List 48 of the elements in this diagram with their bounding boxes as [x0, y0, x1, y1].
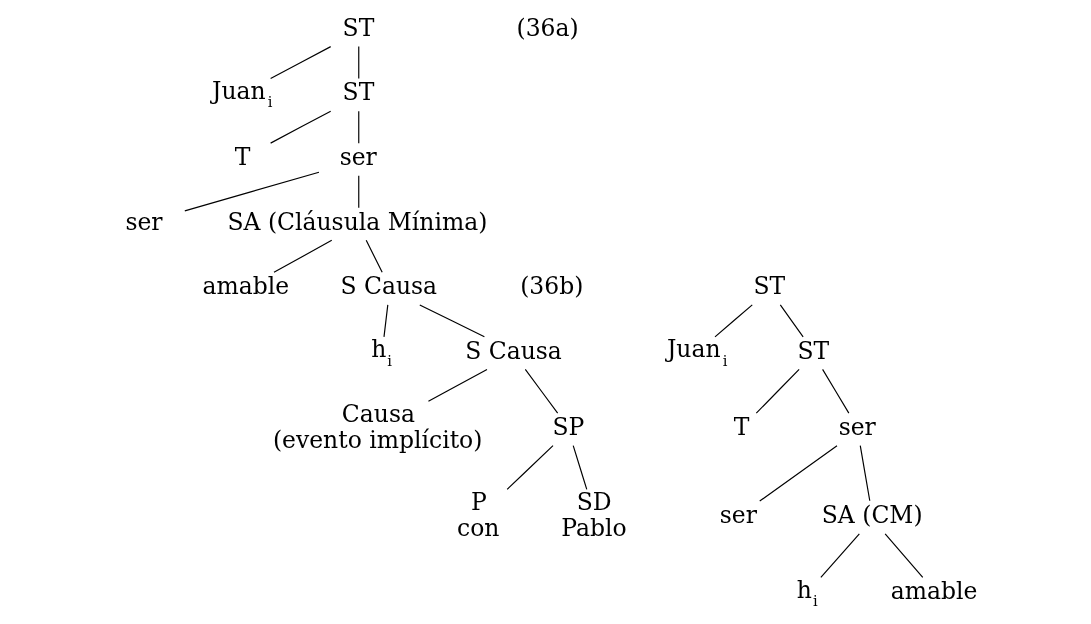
- connector: [358, 110, 360, 144]
- connector: [273, 239, 333, 273]
- connector: [427, 368, 488, 402]
- node-text: ST: [342, 78, 375, 107]
- connector: [859, 445, 871, 502]
- node-text: S Causa: [340, 272, 438, 301]
- label: (36b): [520, 272, 584, 301]
- node-text: T: [234, 142, 251, 171]
- node-text: ser: [838, 412, 876, 441]
- connector: [759, 445, 838, 502]
- connector: [365, 239, 383, 273]
- node-text: SA (Cláusula Mínima): [227, 207, 488, 236]
- node-text: SD Pablo: [561, 487, 627, 543]
- connector: [270, 46, 332, 80]
- node-text: Causa (evento implícito): [272, 399, 483, 455]
- connector: [184, 171, 320, 212]
- connector: [714, 304, 753, 338]
- node-text: h$_{i}$: [371, 335, 393, 369]
- node-text: ser: [339, 142, 377, 171]
- connector: [524, 368, 559, 414]
- connector: [358, 175, 360, 209]
- node-text: h$_{i}$: [796, 575, 818, 610]
- label: (36a): [516, 13, 579, 42]
- node-text: P con: [457, 487, 500, 543]
- connector: [572, 445, 588, 490]
- connector: [358, 46, 360, 80]
- node-text: SA (CM): [821, 501, 923, 530]
- node-text: Juan$_{i}$: [666, 335, 728, 369]
- connector: [884, 533, 924, 579]
- connector: [506, 445, 554, 490]
- connector: [779, 304, 804, 338]
- node-text: ser: [125, 207, 163, 236]
- connector: [822, 368, 850, 414]
- node-text: S Causa: [465, 336, 562, 365]
- connector: [419, 304, 485, 338]
- node-text: ST: [342, 13, 375, 42]
- node-text: Juan$_{i}$: [212, 76, 273, 111]
- connector: [755, 368, 800, 414]
- node-text: amable: [202, 272, 290, 301]
- node-text: SP: [552, 412, 585, 441]
- node-text: T: [733, 412, 750, 441]
- connector: [270, 110, 332, 144]
- node-text: amable: [890, 577, 978, 606]
- connector: [383, 304, 389, 338]
- node-text: ST: [797, 336, 830, 365]
- node-text: ser: [719, 501, 757, 530]
- connector: [820, 533, 860, 579]
- node-text: ST: [753, 272, 786, 301]
